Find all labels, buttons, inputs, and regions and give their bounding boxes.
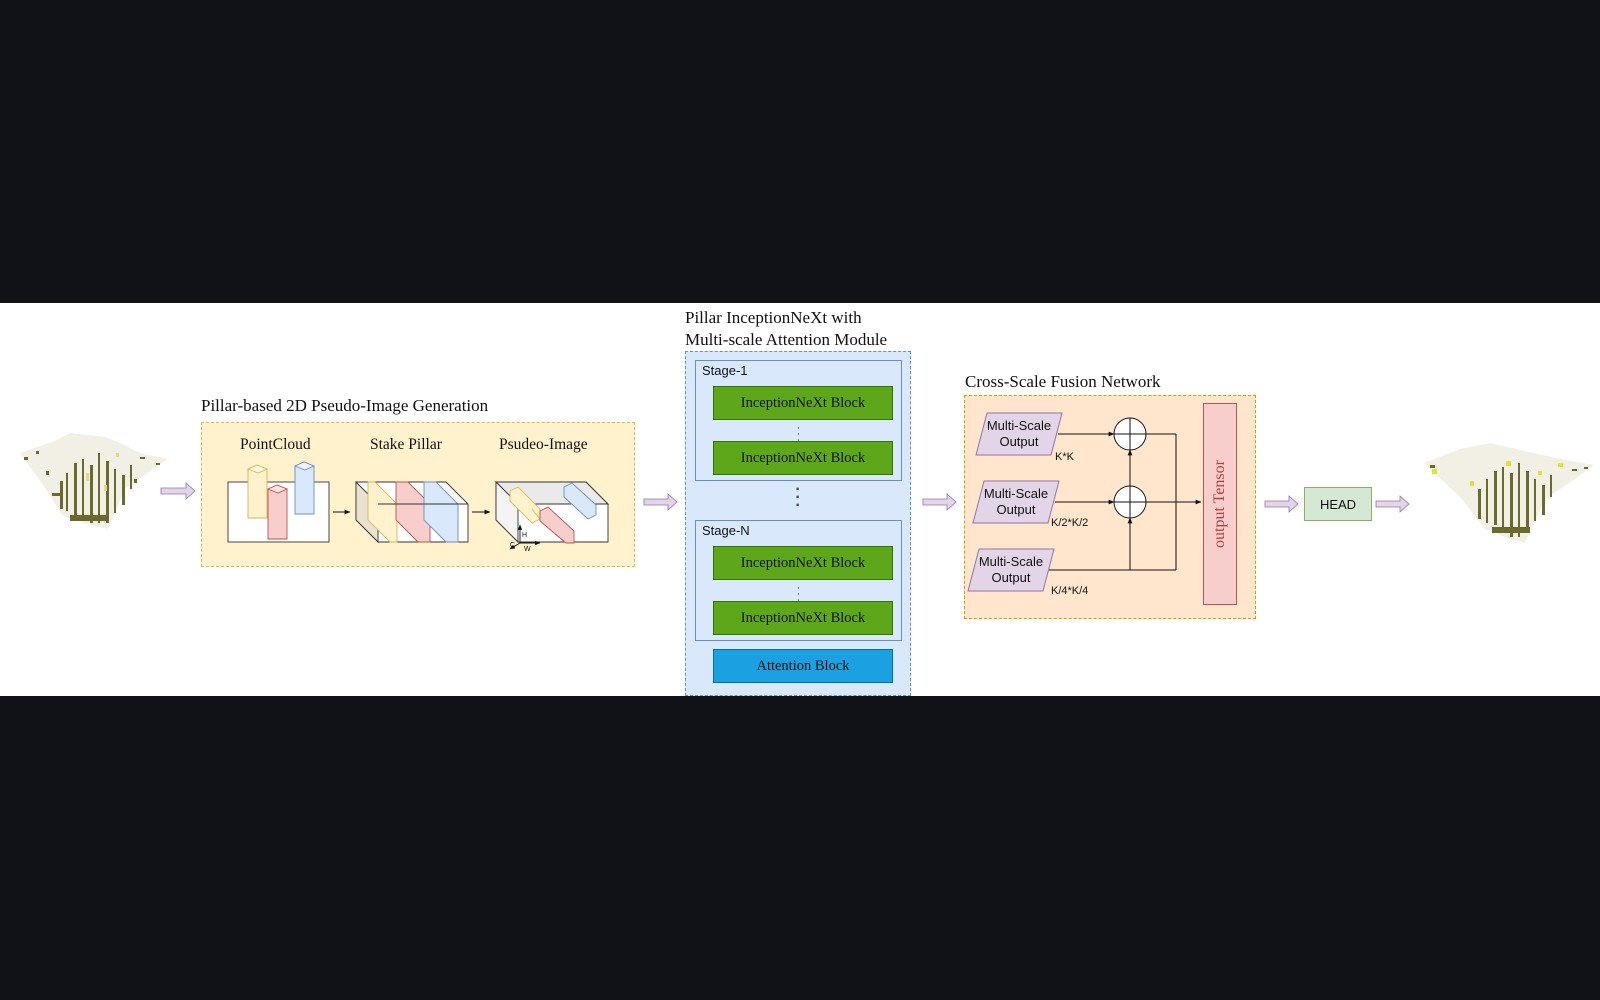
pointcloud-pillars-icon bbox=[227, 461, 330, 543]
flow-arrow-2 bbox=[643, 493, 678, 511]
fusion-section-title: Cross-Scale Fusion Network bbox=[965, 372, 1161, 391]
head-box: HEAD bbox=[1304, 487, 1372, 521]
axis-h-label: H bbox=[522, 532, 528, 539]
inception-section-title-line1: Pillar InceptionNeXt with bbox=[685, 308, 862, 327]
point-cloud-icon bbox=[20, 433, 168, 529]
axis-w-label: W bbox=[524, 546, 531, 553]
attention-block: Attention Block bbox=[713, 649, 893, 683]
pillar-graphics bbox=[227, 461, 610, 550]
inception-block-stage1-first: InceptionNeXt Block bbox=[713, 386, 893, 420]
ms-output-shape-2 bbox=[972, 480, 1060, 524]
scale-label-3: K/4*K/4 bbox=[1051, 585, 1089, 597]
flow-arrow-3 bbox=[922, 493, 957, 511]
stake-pillar-label: Stake Pillar bbox=[370, 436, 442, 453]
pseudo-image-icon bbox=[494, 480, 610, 550]
inception-section-box: Stage-1 InceptionNeXt Block ··· Inceptio… bbox=[685, 351, 911, 696]
inception-section-title-line2: Multi-scale Attention Module bbox=[685, 330, 888, 349]
diagram-panel: Pillar-based 2D Pseudo-Image Generation … bbox=[0, 303, 1600, 696]
stages-dots: ··· bbox=[795, 481, 801, 514]
inception-block-stage1-last: InceptionNeXt Block bbox=[713, 441, 893, 475]
ms-output-shape-1 bbox=[975, 412, 1063, 456]
inception-block-stagen-last: InceptionNeXt Block bbox=[713, 601, 893, 635]
scale-label-2: K/2*K/2 bbox=[1051, 517, 1089, 529]
stage-1-label: Stage-1 bbox=[702, 363, 748, 378]
flow-arrow-1 bbox=[160, 482, 196, 500]
pseudo-image-label: Psudeo-Image bbox=[499, 436, 588, 453]
axis-c-label: C bbox=[510, 542, 516, 549]
flow-arrows bbox=[160, 482, 1410, 513]
stage-n-label: Stage-N bbox=[702, 523, 750, 538]
ms-output-shape-3 bbox=[967, 548, 1055, 592]
diagram-graphics bbox=[20, 433, 1594, 543]
stake-pillar-icon bbox=[355, 480, 469, 544]
circle-plus-icon bbox=[1113, 485, 1147, 519]
fusion-connections bbox=[1049, 431, 1202, 571]
stage-n-dots: ··· bbox=[796, 582, 801, 606]
flow-arrow-5 bbox=[1375, 495, 1410, 513]
scale-label-1: K*K bbox=[1055, 451, 1074, 463]
pointcloud-label: PointCloud bbox=[240, 436, 311, 453]
stage-n-box: Stage-N InceptionNeXt Block ··· Inceptio… bbox=[695, 520, 902, 641]
circle-plus-icon bbox=[1113, 417, 1147, 451]
detected-point-cloud-icon bbox=[1424, 443, 1594, 543]
stage-1-dots: ··· bbox=[796, 422, 801, 446]
flow-arrow-4 bbox=[1264, 495, 1299, 513]
inception-block-stagen-first: InceptionNeXt Block bbox=[713, 546, 893, 580]
pillar-section-title: Pillar-based 2D Pseudo-Image Generation bbox=[201, 396, 489, 415]
output-tensor-box: output Tensor bbox=[1203, 403, 1237, 605]
fusion-graphics bbox=[967, 412, 1202, 592]
stage-1-box: Stage-1 InceptionNeXt Block ··· Inceptio… bbox=[695, 360, 902, 481]
output-tensor-label: output Tensor bbox=[1211, 460, 1228, 548]
